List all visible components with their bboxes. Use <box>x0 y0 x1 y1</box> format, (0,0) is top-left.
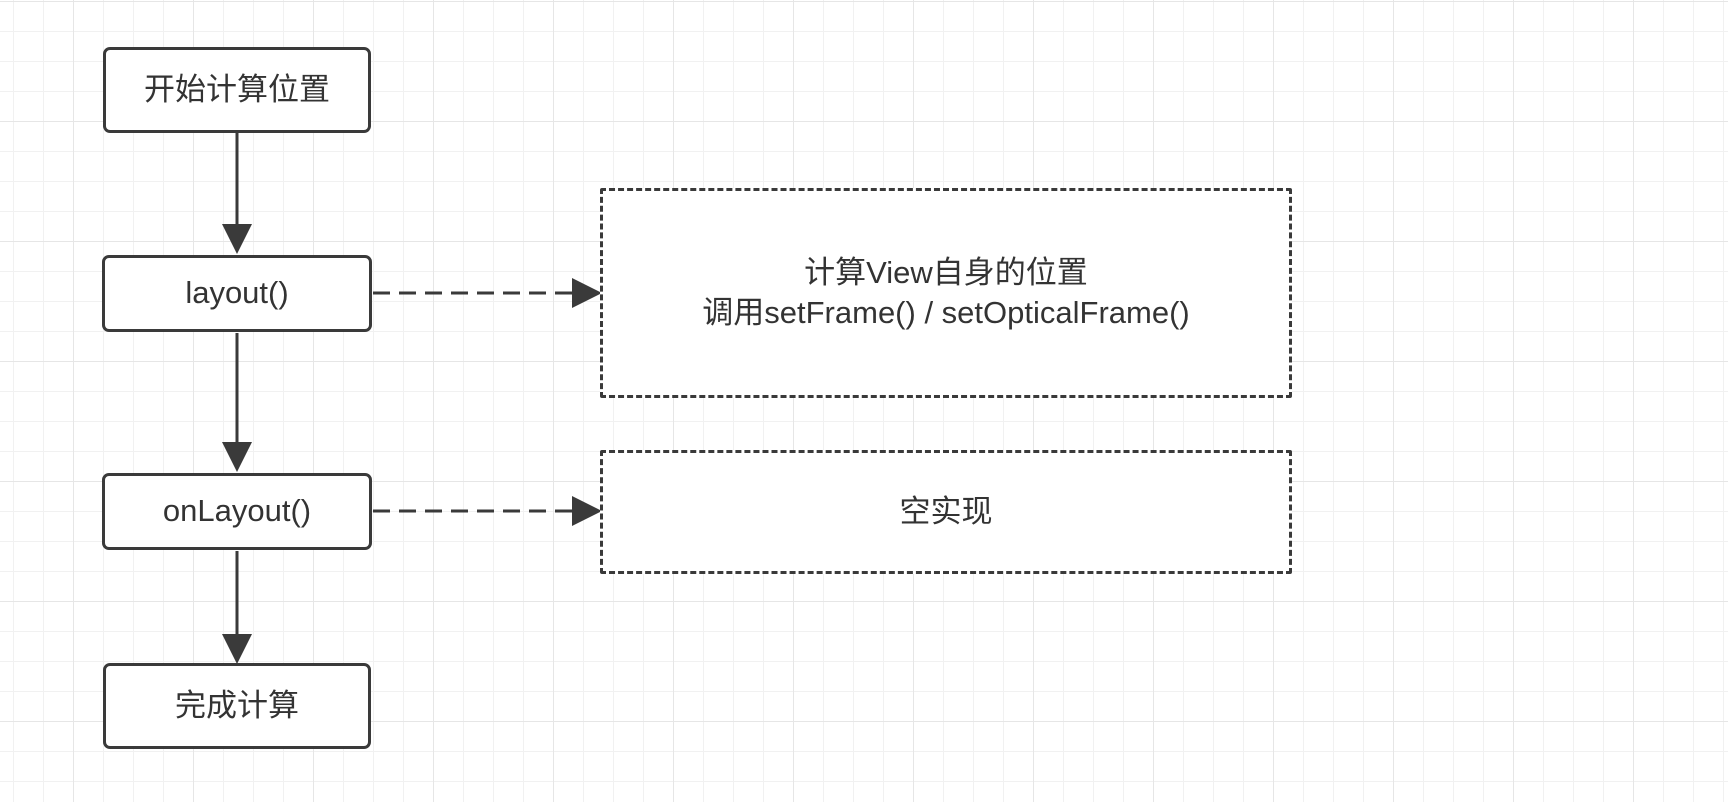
node-label: onLayout() <box>162 493 312 529</box>
node-finish-calculation[interactable]: 完成计算 <box>103 663 371 749</box>
node-on-layout[interactable]: onLayout() <box>102 473 372 550</box>
note-line-2: 调用setFrame() / setOpticalFrame() <box>702 295 1190 330</box>
note-line-1: 计算View自身的位置 <box>804 254 1088 290</box>
node-start-calculation[interactable]: 开始计算位置 <box>103 47 371 133</box>
node-label: 完成计算 <box>175 687 299 724</box>
node-label: layout() <box>185 275 289 311</box>
note-on-layout[interactable]: 空实现 <box>600 450 1292 574</box>
note-layout[interactable]: 计算View自身的位置 调用setFrame() / setOpticalFra… <box>600 188 1292 398</box>
node-label: 开始计算位置 <box>144 71 330 108</box>
note-label: 空实现 <box>899 493 993 530</box>
node-layout[interactable]: layout() <box>102 255 372 332</box>
